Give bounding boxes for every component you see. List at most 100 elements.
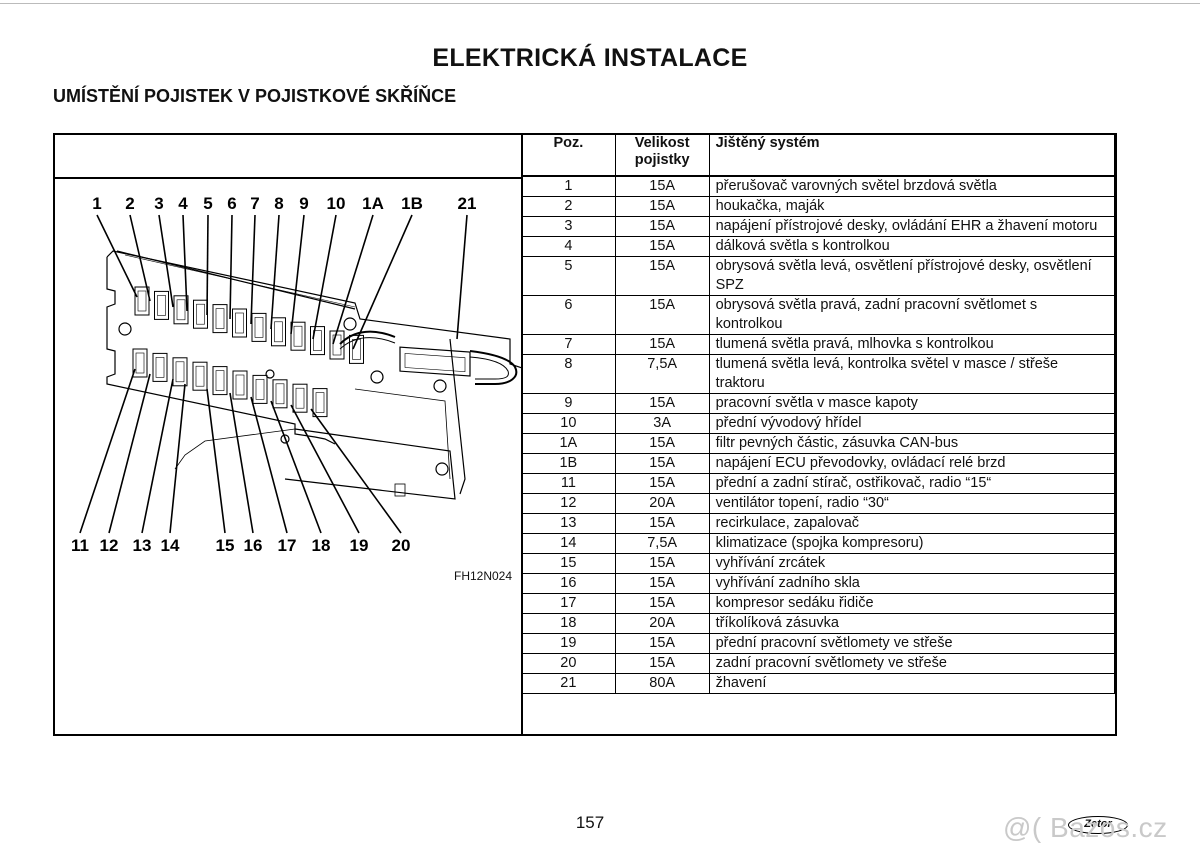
- top-rule: [0, 3, 1200, 4]
- lower-fuse-slot: [152, 352, 168, 382]
- top-fuse-label: 7: [250, 194, 259, 213]
- cell-pos: 9: [521, 393, 616, 414]
- cell-system: zadní pracovní světlomety ve střeše: [708, 653, 1116, 674]
- leader-line: [290, 404, 360, 534]
- cell-system: filtr pevných částic, zásuvka CAN-bus: [708, 433, 1116, 454]
- cell-size: 15A: [614, 473, 710, 494]
- cell-size: 15A: [614, 633, 710, 654]
- leader-line: [169, 383, 186, 534]
- cell-system: vyhřívání zrcátek: [708, 553, 1116, 574]
- bottom-fuse-label: 11: [71, 536, 89, 555]
- bottom-fuse-label: 14: [161, 536, 180, 555]
- upper-fuse-slot: [212, 304, 228, 334]
- page-title: ELEKTRICKÁ INSTALACE: [432, 44, 748, 72]
- upper-fuse-slot: [349, 334, 364, 364]
- cell-size: 15A: [614, 433, 710, 454]
- cell-system: klimatizace (spojka kompresoru): [708, 533, 1116, 554]
- cell-size: 15A: [614, 216, 710, 237]
- lower-fuse-slot-inner: [195, 365, 205, 387]
- cell-pos: 14: [521, 533, 616, 554]
- cell-size: 20A: [614, 493, 710, 514]
- top-fuse-label: 21: [458, 194, 477, 213]
- cell-system: houkačka, maják: [708, 196, 1116, 217]
- lower-fuse-slot: [232, 370, 248, 400]
- bottom-fuse-label: 18: [312, 536, 331, 555]
- lower-fuse-slot-inner: [315, 392, 325, 413]
- leader-line: [310, 408, 402, 534]
- cell-system: přerušovač varovných světel brzdová svět…: [708, 175, 1116, 197]
- cell-system: tlumená světla pravá, mlhovka s kontrolk…: [708, 334, 1116, 355]
- lower-fuse-slot: [132, 348, 148, 378]
- cell-pos: 6: [521, 295, 616, 335]
- upper-fuse-slot: [290, 321, 306, 351]
- cell-size: 15A: [614, 513, 710, 534]
- cell-system: přední pracovní světlomety ve střeše: [708, 633, 1116, 654]
- top-fuse-label: 6: [227, 194, 236, 213]
- cell-system: vyhřívání zadního skla: [708, 573, 1116, 594]
- bottom-fuse-label: 17: [278, 536, 297, 555]
- leader-line: [182, 214, 188, 312]
- box-outline-lower: [284, 428, 456, 500]
- column-header-size: Velikost pojistky: [614, 134, 710, 177]
- top-fuse-label: 3: [154, 194, 163, 213]
- leader-line: [79, 368, 136, 534]
- top-fuse-label: 5: [203, 194, 212, 213]
- leader-line: [250, 214, 256, 325]
- leader-line: [290, 214, 305, 335]
- cell-size: 15A: [614, 593, 710, 614]
- watermark: @( Bazos.cz: [1003, 812, 1168, 843]
- upper-fuse-slot-inner: [196, 303, 205, 325]
- lower-fuse-slot-inner: [275, 383, 285, 405]
- cell-size: 15A: [614, 573, 710, 594]
- top-fuse-label: 2: [125, 194, 134, 213]
- cell-pos: 17: [521, 593, 616, 614]
- cell-size: 7,5A: [614, 354, 710, 394]
- cell-pos: 16: [521, 573, 616, 594]
- section-subtitle: UMÍSTĚNÍ POJISTEK V POJISTKOVÉ SKŘÍŇCE: [53, 86, 457, 106]
- upper-fuse-slot: [251, 312, 267, 342]
- cell-pos: 1: [521, 175, 616, 197]
- page-number: 157: [575, 813, 605, 832]
- bottom-fuse-label: 16: [244, 536, 263, 555]
- leader-line: [270, 400, 322, 534]
- upper-fuse-slot: [232, 308, 247, 338]
- cell-size: 20A: [614, 613, 710, 634]
- cell-size: 15A: [614, 553, 710, 574]
- lower-fuse-slot-inner: [155, 357, 165, 378]
- cell-size: 15A: [614, 453, 710, 474]
- cell-pos: 21: [521, 673, 616, 694]
- lower-fuse-slot: [272, 379, 288, 409]
- screw: [435, 462, 449, 476]
- leader-line: [96, 214, 138, 298]
- screw: [118, 322, 132, 336]
- bottom-fuse-label: 19: [350, 536, 369, 555]
- lower-fuse-slot-inner: [295, 387, 305, 409]
- cell-pos: 7: [521, 334, 616, 355]
- upper-fuse-slot-inner: [235, 312, 244, 334]
- upper-fuse-slot-inner: [274, 321, 283, 343]
- cell-system: obrysová světla pravá, zadní pracovní sv…: [708, 295, 1116, 335]
- lower-fuse-slot: [172, 357, 188, 387]
- lower-fuse-slot-inner: [175, 361, 185, 383]
- box-outline-top: [106, 250, 521, 369]
- screw: [433, 379, 447, 393]
- cell-system: přední a zadní stírač, ostřikovač, radio…: [708, 473, 1116, 494]
- cell-system: napájení ECU převodovky, ovládací relé b…: [708, 453, 1116, 474]
- screw: [280, 434, 290, 444]
- lower-fuse-slot-inner: [215, 370, 225, 391]
- cell-size: 15A: [614, 236, 710, 257]
- screw: [265, 369, 275, 379]
- leader-line: [158, 214, 174, 308]
